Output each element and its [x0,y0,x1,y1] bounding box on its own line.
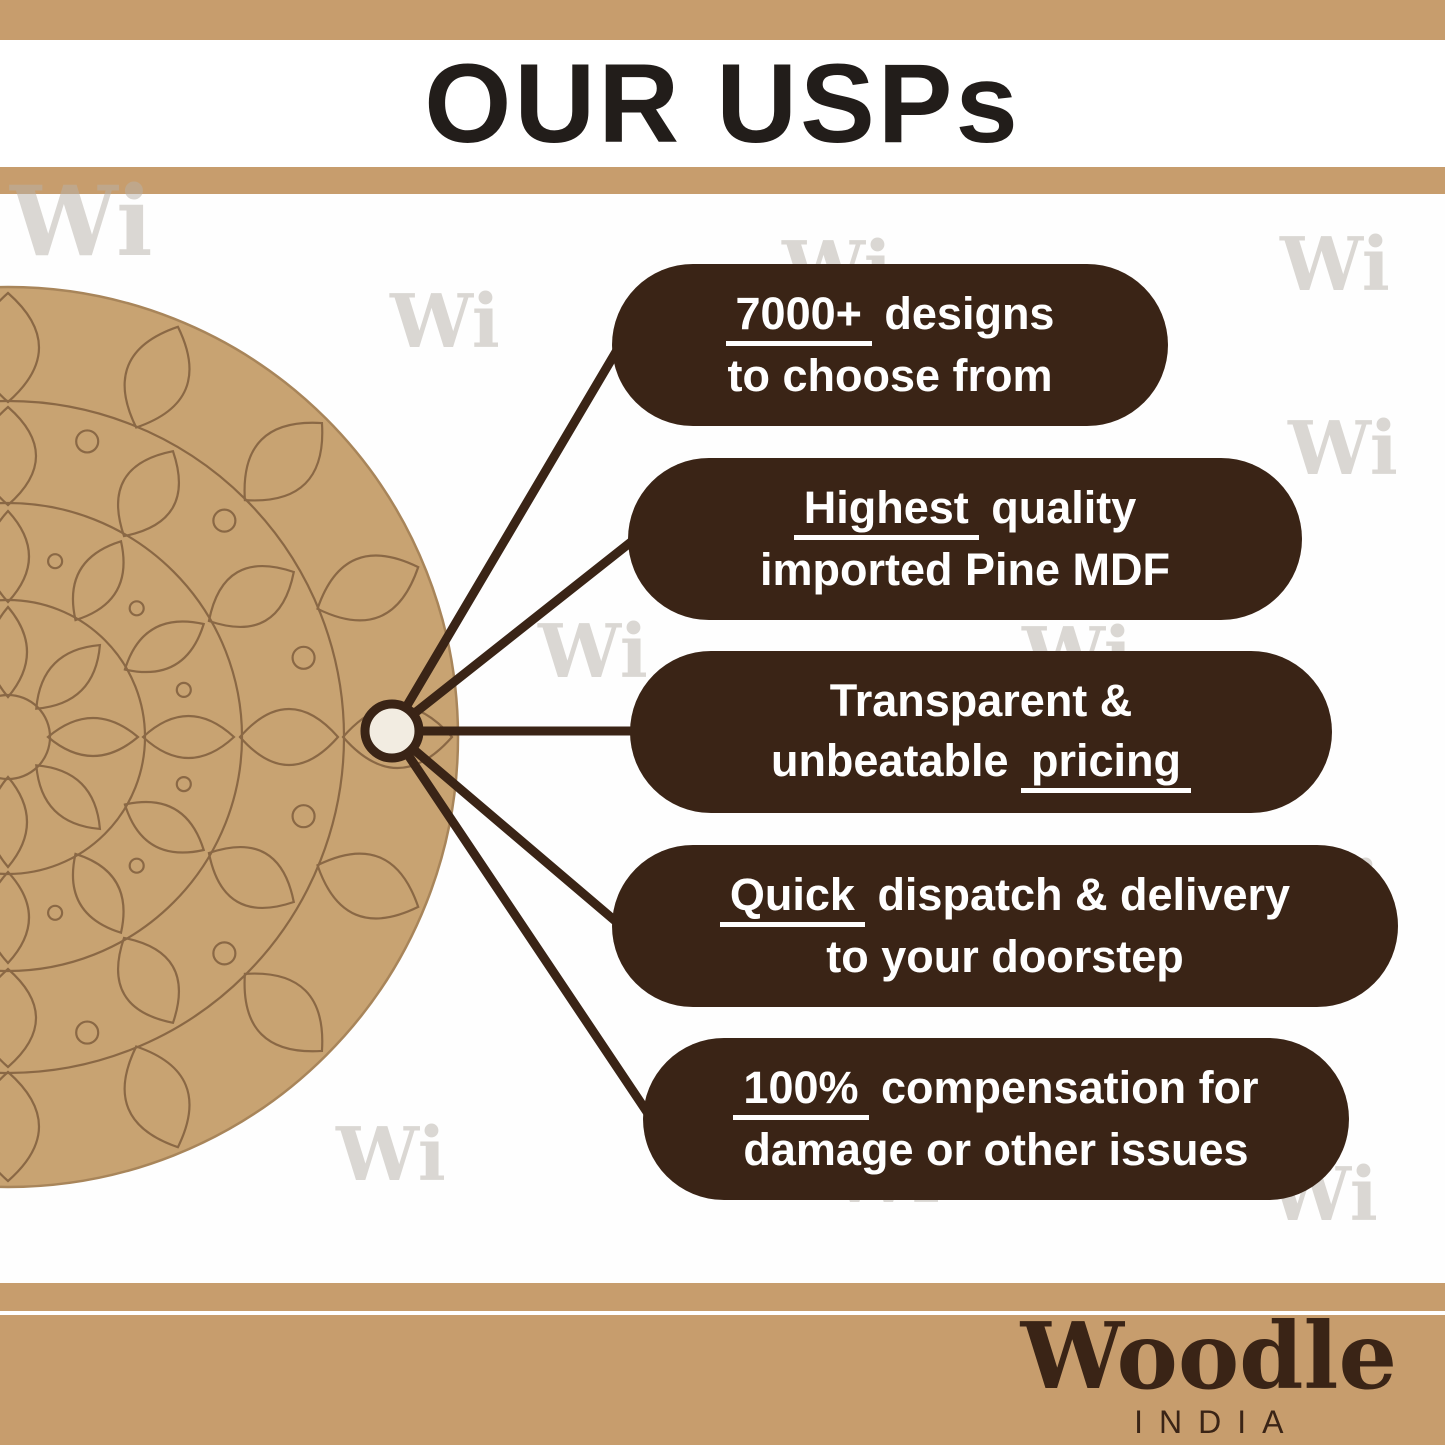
brand-logo-wordmark: Woodle [1020,1302,1397,1410]
usp-text: unbeatable [770,735,1022,787]
brand-logo-country: INDIA [1134,1404,1300,1440]
usp-text-underlined: 7000+ [725,289,872,346]
mdf-mandala-board [0,285,460,1189]
footer-thin-strip [0,1283,1445,1311]
usp-text: compensation for [868,1062,1259,1114]
mandala-line-art [0,291,454,1183]
watermark-wi: Wi [1288,406,1398,492]
usp-text: dispatch & delivery [864,869,1291,921]
mdf-board-circle [0,285,460,1189]
watermark-wi: Wi [10,165,153,278]
usp-text-underlined: pricing [1021,736,1192,793]
usp-pill-designs: 7000+ designs to choose from [612,264,1168,426]
usp-pill-dispatch: Quick dispatch & delivery to your doorst… [612,845,1398,1007]
usp-line: damage or other issues [743,1120,1248,1180]
usp-line: to your doorstep [826,927,1184,987]
footer-band: Woodle INDIA [0,1310,1445,1445]
divider-strip [0,167,1445,194]
usp-text-underlined: Highest [793,483,979,540]
watermark-wi: Wi [336,1112,446,1198]
usp-line: imported Pine MDF [760,540,1170,600]
usp-text: designs [871,288,1055,340]
usp-line: 7000+ designs [725,284,1055,346]
usp-line: Quick dispatch & delivery [719,865,1291,927]
usp-line: unbeatable pricing [770,731,1192,793]
title-band: OUR USPs [0,40,1445,167]
usp-text-underlined: Quick [719,870,865,927]
usp-pill-compensation: 100% compensation for damage or other is… [643,1038,1349,1200]
brand-logo: Woodle INDIA [1021,1310,1397,1441]
usp-text: to choose from [727,349,1053,401]
top-banner-strip [0,0,1445,40]
watermark-wi: Wi [1280,222,1390,308]
page-title: OUR USPs [424,40,1021,166]
usp-line: 100% compensation for [733,1058,1259,1120]
usp-pill-quality: Highest quality imported Pine MDF [628,458,1302,620]
usp-line: Transparent & [830,671,1133,731]
usp-line: Highest quality [793,478,1137,540]
usp-line: to choose from [727,346,1052,406]
usp-text: imported Pine MDF [759,543,1170,595]
usp-text: damage or other issues [743,1123,1249,1175]
usp-text: to your doorstep [826,930,1184,982]
usp-text: Transparent & [829,675,1133,727]
usp-pill-pricing: Transparent & unbeatable pricing [630,651,1332,813]
watermark-wi: Wi [538,609,648,695]
usp-text-underlined: 100% [733,1063,869,1120]
usp-text: quality [978,482,1137,534]
